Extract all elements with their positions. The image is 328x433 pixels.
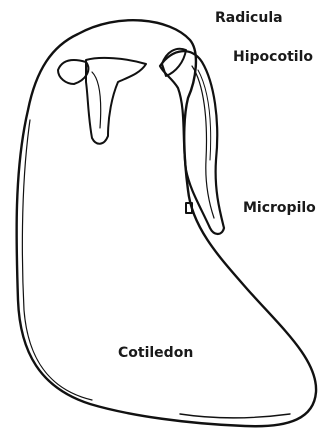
- plumule-leaf-center: [86, 58, 146, 144]
- label-radicula: Radicula: [215, 11, 283, 25]
- micropyle-mark: [186, 203, 192, 213]
- label-micropilo: Micropilo: [243, 201, 316, 215]
- label-cotiledon: Cotiledon: [118, 346, 193, 360]
- seed-bottom-edge: [180, 414, 290, 418]
- plumule-vein: [92, 72, 101, 128]
- label-hipocotilo: Hipocotilo: [233, 50, 313, 64]
- plumule-leaf-left: [58, 60, 88, 84]
- seed-outline: [17, 20, 316, 426]
